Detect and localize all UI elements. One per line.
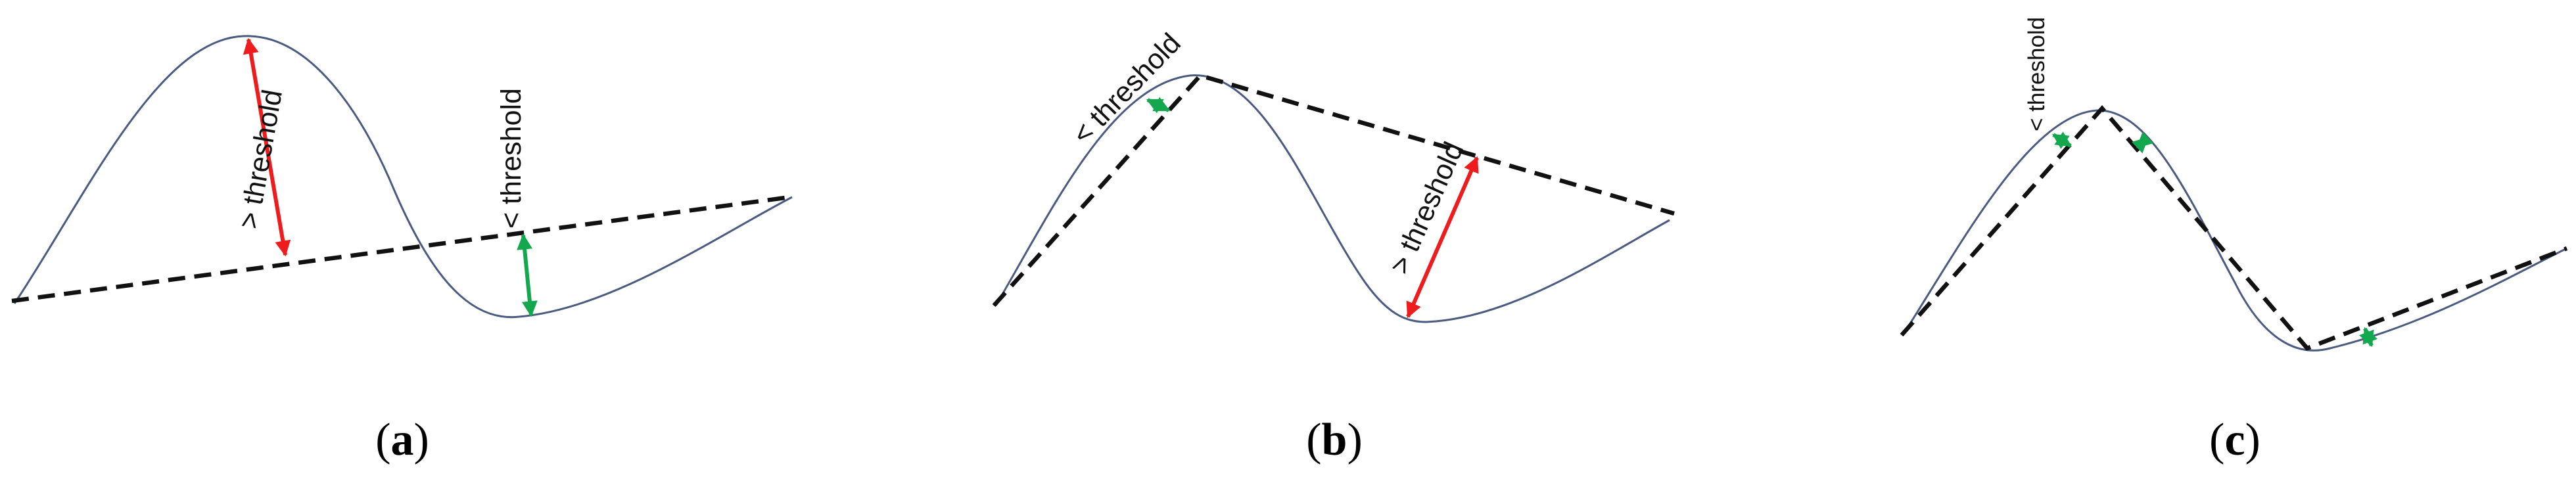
panel-a-dashed-line xyxy=(11,194,791,304)
panel-a-red-arrow xyxy=(243,37,291,257)
caption-a: (a) xyxy=(375,415,429,465)
panel-a-green-arrow xyxy=(517,233,538,317)
panel-c-label-less: < threshold xyxy=(2024,17,2049,131)
panel-b-dashed-line xyxy=(992,73,1675,308)
panel-c-green-arrow-left xyxy=(2051,131,2073,149)
panel-a-curve xyxy=(13,35,793,319)
panel-b-red-arrow xyxy=(1406,156,1479,319)
panel-b-green-arrow xyxy=(1146,97,1171,114)
panel-b-label-less: < threshold xyxy=(1067,28,1187,150)
caption-c: (c) xyxy=(2209,415,2260,465)
panel-c-green-arrow-bottom xyxy=(2359,327,2377,348)
panel-c-green-arrow-right xyxy=(2132,131,2153,154)
panel-c-dashed-line xyxy=(1900,105,2568,351)
panel-c-curve xyxy=(1904,109,2567,352)
panel-a-label-greater: > threshold xyxy=(233,87,289,231)
panel-b: < threshold > threshold xyxy=(992,28,1675,323)
panel-a-label-less: < threshold xyxy=(496,88,527,229)
panel-c: < threshold xyxy=(1900,17,2568,352)
panel-b-curve xyxy=(995,74,1670,323)
caption-b: (b) xyxy=(1306,415,1363,465)
panel-a: > threshold < threshold xyxy=(11,35,793,319)
